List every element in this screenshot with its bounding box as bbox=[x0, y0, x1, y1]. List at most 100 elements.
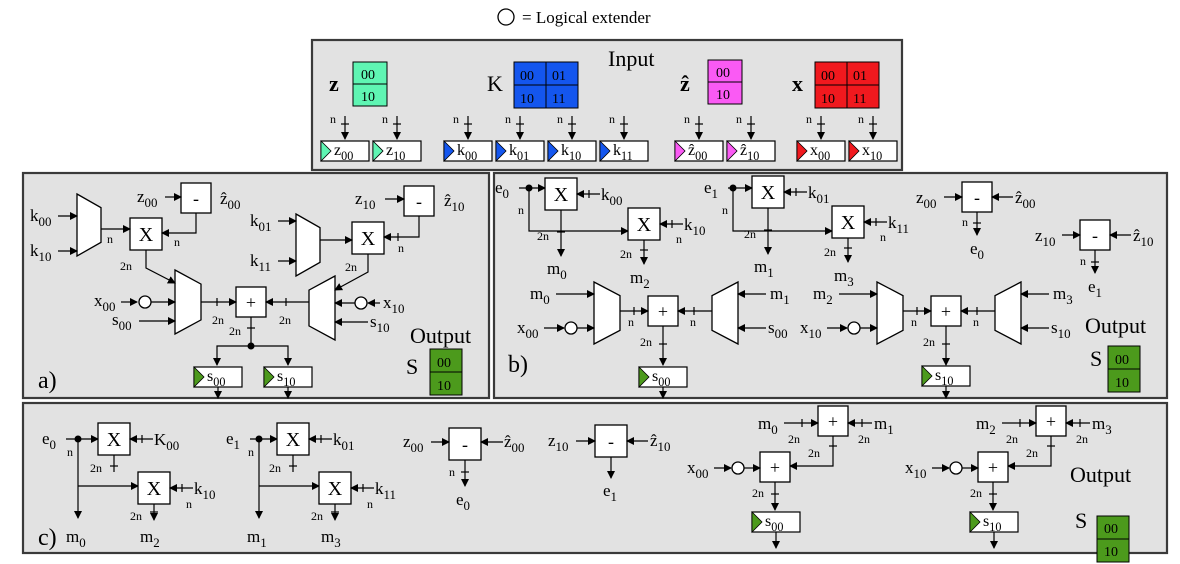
output-cell: 00 bbox=[1104, 522, 1118, 537]
adder-box-symbol: + bbox=[941, 301, 951, 321]
adder-box bbox=[235, 286, 267, 318]
matrix-zhat-cell: 00 bbox=[716, 66, 730, 81]
output-cell: 10 bbox=[1104, 545, 1118, 560]
subtractor-box-symbol: - bbox=[1092, 225, 1098, 245]
multiplier-box-symbol: X bbox=[107, 429, 122, 451]
panel-b bbox=[492, 171, 1169, 400]
adder-box-symbol: + bbox=[828, 411, 838, 431]
output-m: m3 bbox=[834, 266, 854, 289]
input-k: k10 bbox=[684, 215, 705, 238]
width-label: 2n bbox=[1006, 432, 1018, 446]
register-label: s00 bbox=[652, 368, 670, 389]
mux bbox=[593, 280, 621, 346]
width-label: n bbox=[609, 112, 615, 126]
wire bbox=[145, 250, 176, 284]
output-m: m0 bbox=[547, 259, 567, 282]
input-x: x00 bbox=[517, 318, 538, 341]
register-marker bbox=[599, 140, 611, 162]
logical-extender-legend-icon bbox=[497, 8, 515, 26]
mux bbox=[76, 192, 102, 258]
wire bbox=[528, 188, 629, 235]
output-c: Output S 00 10 bbox=[1070, 462, 1131, 563]
multiplier-box-symbol: X bbox=[761, 182, 776, 204]
width-label: n bbox=[174, 235, 180, 249]
matrix-x-cell: 01 bbox=[853, 69, 867, 84]
multiplier-box-symbol: X bbox=[286, 429, 301, 451]
width-label: n bbox=[67, 445, 73, 459]
output-title: Output bbox=[1085, 313, 1146, 338]
width-label: 2n bbox=[1076, 432, 1088, 446]
wire bbox=[251, 345, 292, 366]
register-marker bbox=[796, 140, 808, 162]
legend-text: = Logical extender bbox=[522, 8, 651, 27]
width-label: n bbox=[628, 315, 634, 329]
subtractor-box-symbol: - bbox=[974, 187, 980, 207]
register-label: k01 bbox=[509, 142, 529, 163]
input-zhat: ẑ10 bbox=[444, 191, 464, 214]
width-label: n bbox=[398, 241, 404, 255]
matrix-k-cell: 10 bbox=[520, 92, 534, 107]
input-z: z00 bbox=[916, 188, 936, 211]
width-label: 2n bbox=[1026, 446, 1038, 460]
subtractor-box-symbol: - bbox=[193, 188, 199, 208]
register-marker bbox=[495, 140, 507, 162]
input-matrix-zhat: ẑ 00 10 bbox=[680, 59, 743, 105]
mux bbox=[876, 280, 904, 346]
input-zhat: ẑ10 bbox=[650, 431, 670, 454]
register-marker bbox=[372, 140, 384, 162]
width-label: n bbox=[453, 112, 459, 126]
multiplier-box-symbol: X bbox=[147, 478, 162, 500]
matrix-z-cell: 10 bbox=[361, 90, 375, 105]
register-marker bbox=[969, 511, 981, 533]
width-label: n bbox=[248, 445, 254, 459]
width-label: n bbox=[186, 497, 192, 511]
input-k: k10 bbox=[30, 241, 51, 264]
input-s: s00 bbox=[768, 318, 788, 341]
width-label: 2n bbox=[345, 260, 357, 274]
output-cell: 00 bbox=[437, 356, 451, 371]
register-marker bbox=[193, 366, 205, 388]
width-label: 2n bbox=[620, 247, 632, 261]
matrix-z-label: z bbox=[329, 71, 339, 96]
multiplier-box-symbol: X bbox=[637, 214, 652, 236]
mux bbox=[711, 280, 739, 346]
matrix-z-cell: 00 bbox=[361, 68, 375, 83]
output-cell: 00 bbox=[1115, 353, 1129, 368]
input-k: k11 bbox=[888, 213, 909, 236]
adder-box-symbol: + bbox=[246, 292, 256, 312]
input-zhat: ẑ00 bbox=[504, 432, 524, 455]
register-label: s00 bbox=[207, 368, 225, 389]
width-label: n bbox=[962, 215, 968, 229]
output-title: Output bbox=[1070, 462, 1131, 487]
input-z: z10 bbox=[355, 189, 375, 212]
width-label: 2n bbox=[970, 486, 982, 500]
input-m: m2 bbox=[976, 414, 996, 437]
register-label: ẑ10 bbox=[740, 142, 759, 163]
output-m: m0 bbox=[66, 527, 86, 550]
width-label: 2n bbox=[788, 432, 800, 446]
width-label: 2n bbox=[120, 259, 132, 273]
input-z: z10 bbox=[1035, 226, 1055, 249]
output-b: Output S 00 10 bbox=[1085, 313, 1146, 393]
input-z: z00 bbox=[137, 187, 157, 210]
input-z: z00 bbox=[403, 432, 423, 455]
width-label: n bbox=[880, 230, 886, 244]
input-zhat: ẑ00 bbox=[220, 189, 240, 212]
input-e: e0 bbox=[42, 429, 56, 452]
register-marker bbox=[263, 366, 275, 388]
register-label: x10 bbox=[862, 142, 882, 163]
matrix-k-cell: 11 bbox=[552, 92, 565, 107]
register-marker bbox=[751, 511, 763, 533]
register-label: z00 bbox=[334, 142, 353, 163]
input-s: s00 bbox=[112, 310, 132, 333]
width-label: n bbox=[973, 315, 979, 329]
output-s-label: S bbox=[1090, 346, 1102, 371]
input-k: k11 bbox=[250, 251, 271, 274]
input-x: x10 bbox=[905, 458, 926, 481]
logical-extender bbox=[731, 461, 745, 475]
input-title: Input bbox=[608, 46, 654, 71]
width-label: n bbox=[330, 112, 336, 126]
multiplier-box-symbol: X bbox=[841, 212, 856, 234]
adder-box bbox=[977, 451, 1009, 483]
